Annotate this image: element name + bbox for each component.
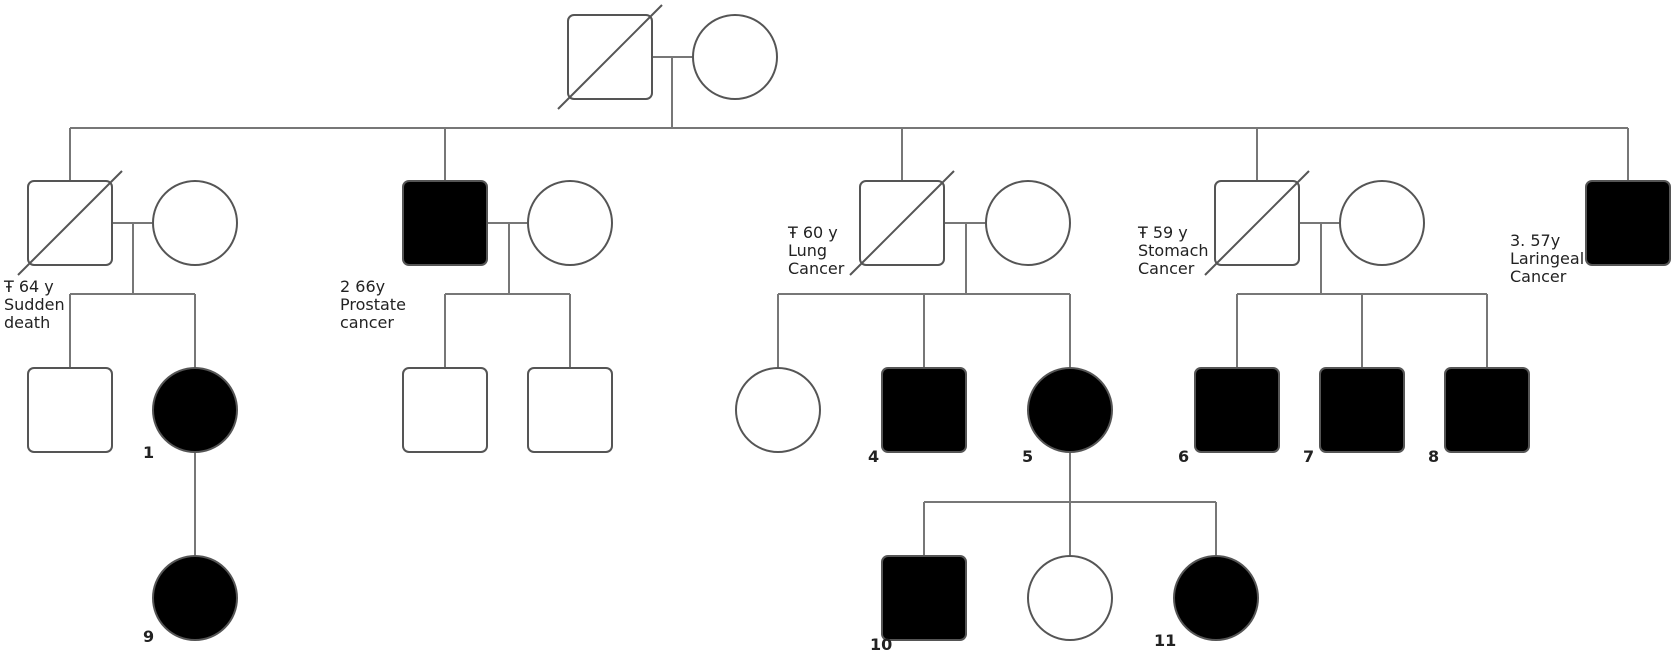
- male-square-affected: [1585, 180, 1671, 266]
- circle-shape: [152, 555, 238, 641]
- circle-shape: [1339, 180, 1425, 266]
- individual-number: 11: [1154, 631, 1176, 650]
- annotation-line: Sudden: [4, 295, 65, 314]
- male-square-affected: [402, 180, 488, 266]
- individual-number: 7: [1303, 447, 1314, 466]
- male-square-affected: [1319, 367, 1405, 453]
- female-circle: [735, 367, 821, 453]
- square-shape: [527, 367, 613, 453]
- circle-shape: [152, 180, 238, 266]
- square-shape: [402, 367, 488, 453]
- deceased-slash: [1204, 170, 1310, 276]
- annotation-line: Lung: [788, 241, 827, 260]
- square-shape: [1585, 180, 1671, 266]
- female-circle: [1339, 180, 1425, 266]
- deceased-slash: [557, 4, 663, 110]
- annotation-line: 2 66y: [340, 277, 385, 296]
- male-square: [27, 367, 113, 453]
- male-square: [17, 170, 123, 276]
- circle-shape: [152, 367, 238, 453]
- female-circle-affected: [1173, 555, 1259, 641]
- circle-shape: [1173, 555, 1259, 641]
- pedigree-lines: [69, 56, 1629, 556]
- annotation-line: 3. 57y: [1510, 231, 1560, 250]
- annotation-line: Ŧ 60 y: [787, 223, 838, 242]
- annotation-line: Cancer: [788, 259, 845, 278]
- pedigree-symbols: [17, 4, 1671, 641]
- female-circle-affected: [1027, 367, 1113, 453]
- square-shape: [881, 367, 967, 453]
- annotation-line: Stomach: [1138, 241, 1209, 260]
- circle-shape: [985, 180, 1071, 266]
- circle-shape: [735, 367, 821, 453]
- female-circle-affected: [152, 555, 238, 641]
- annotation-line: Ŧ 64 y: [3, 277, 54, 296]
- individual-number: 8: [1428, 447, 1439, 466]
- individual-number: 5: [1022, 447, 1033, 466]
- annotation-line: death: [4, 313, 50, 332]
- individual-number: 6: [1178, 447, 1189, 466]
- female-circle: [692, 14, 778, 100]
- annotation-line: Prostate: [340, 295, 406, 314]
- female-circle-affected: [152, 367, 238, 453]
- individual-number: 9: [143, 627, 154, 646]
- square-shape: [402, 180, 488, 266]
- annotation-line: Ŧ 59 y: [1137, 223, 1188, 242]
- annotation-line: cancer: [340, 313, 394, 332]
- square-shape: [1194, 367, 1280, 453]
- circle-shape: [1027, 367, 1113, 453]
- female-circle: [152, 180, 238, 266]
- individual-number: 1: [143, 443, 154, 462]
- annotation-line: Cancer: [1510, 267, 1567, 286]
- male-square: [849, 170, 955, 276]
- male-square: [557, 4, 663, 110]
- circle-shape: [1027, 555, 1113, 641]
- individual-number: 4: [868, 447, 879, 466]
- male-square: [527, 367, 613, 453]
- male-square: [1204, 170, 1310, 276]
- individual-number: 10: [870, 635, 892, 653]
- male-square: [402, 367, 488, 453]
- deceased-slash: [17, 170, 123, 276]
- female-circle: [1027, 555, 1113, 641]
- square-shape: [27, 367, 113, 453]
- annotation-line: Cancer: [1138, 259, 1195, 278]
- male-square-affected: [1444, 367, 1530, 453]
- square-shape: [1444, 367, 1530, 453]
- square-shape: [881, 555, 967, 641]
- male-square-affected: [1194, 367, 1280, 453]
- male-square-affected: [881, 555, 967, 641]
- circle-shape: [527, 180, 613, 266]
- circle-shape: [692, 14, 778, 100]
- female-circle: [985, 180, 1071, 266]
- male-square-affected: [881, 367, 967, 453]
- annotation-line: Laringeal: [1510, 249, 1584, 268]
- square-shape: [1319, 367, 1405, 453]
- female-circle: [527, 180, 613, 266]
- deceased-slash: [849, 170, 955, 276]
